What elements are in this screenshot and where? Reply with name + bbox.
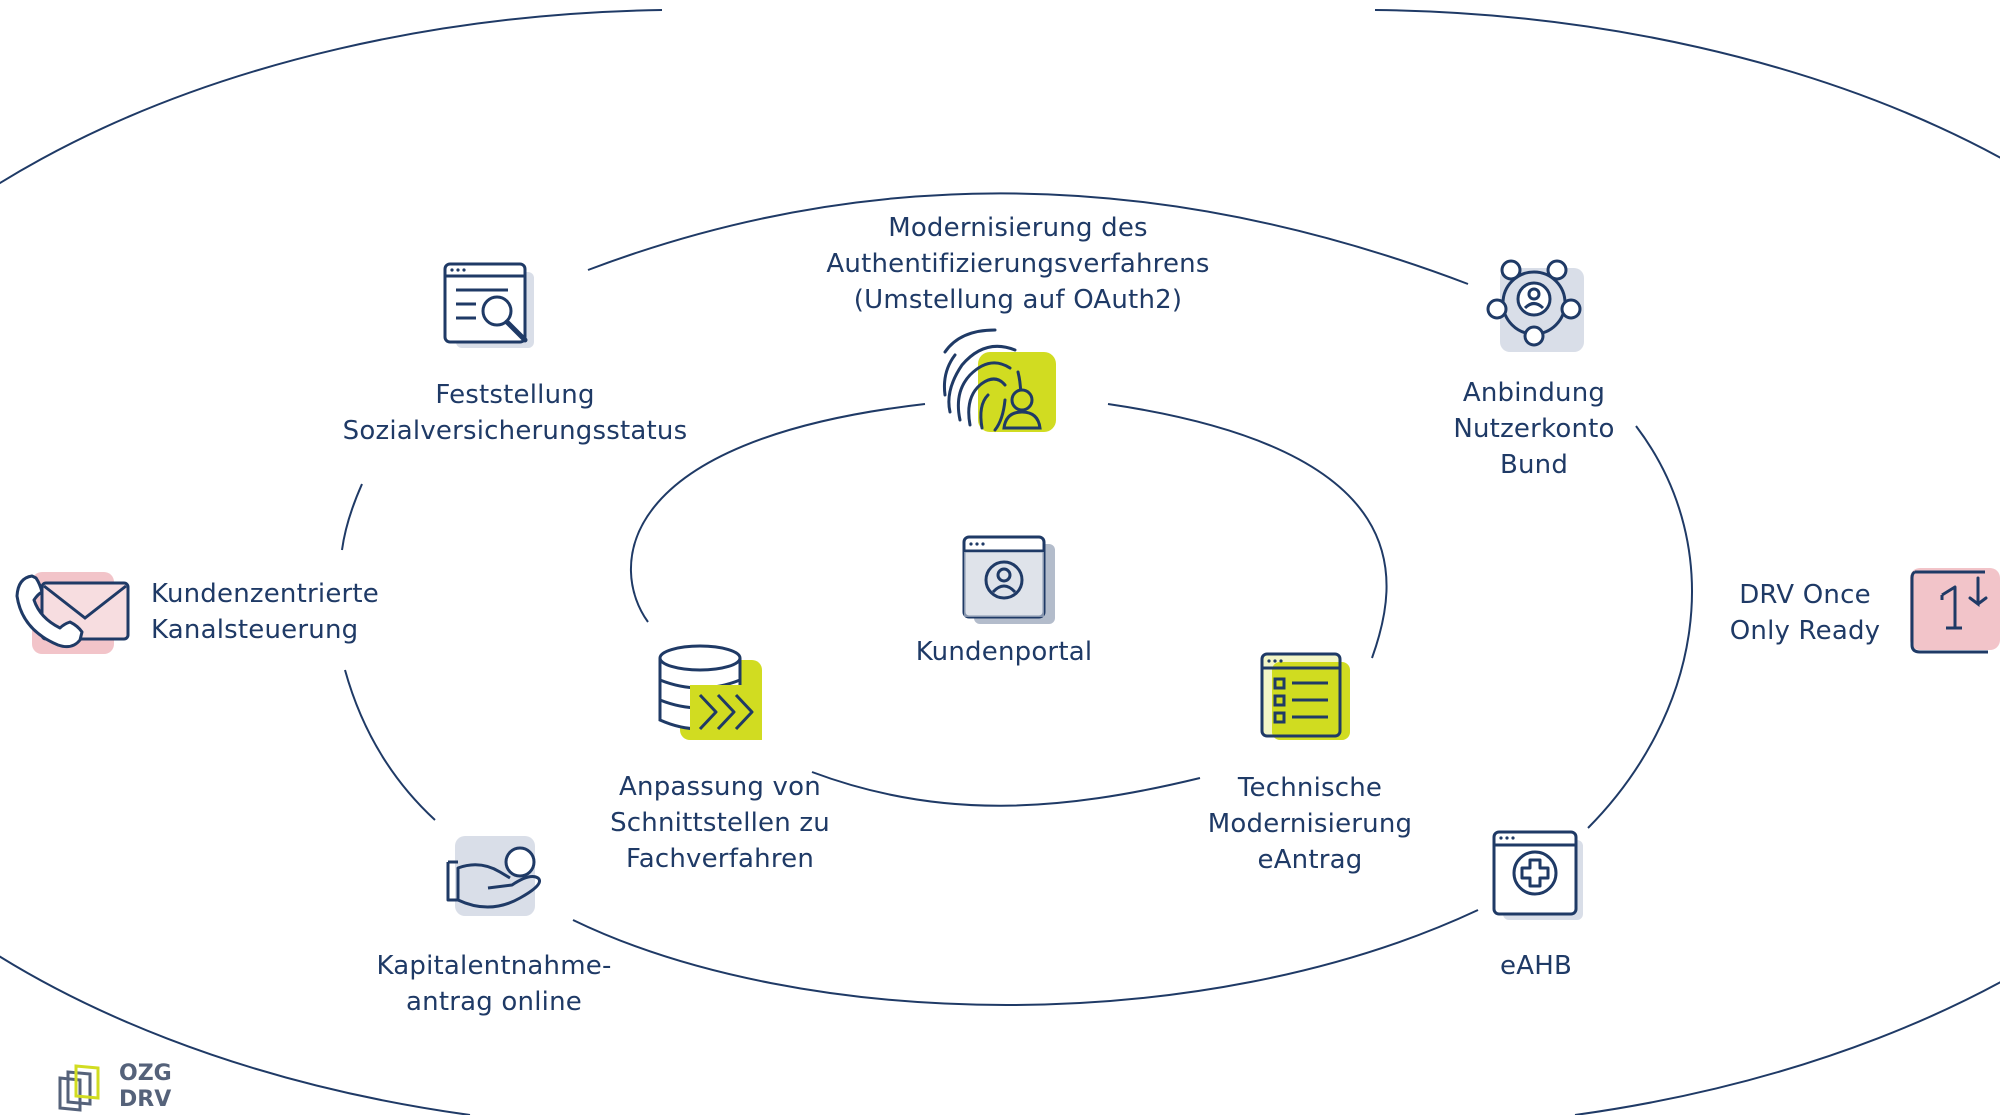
ozg-drv-logo-text: OZG DRV [119, 1061, 172, 1112]
eahb-label: eAHB [1500, 951, 1572, 981]
browser-search-icon [443, 262, 534, 348]
feststellung-label: Feststellung Sozialversicherungsstatus [342, 380, 688, 446]
middle-ring-bottom-arc [572, 909, 1479, 1006]
browser-medical-icon [1492, 830, 1583, 920]
calendar-one-icon [1910, 568, 2000, 654]
schnittstellen-label: Anpassung von Schnittstellen zu Fachverf… [610, 772, 830, 874]
eantrag-label: Technische Modernisierung eAntrag [1207, 773, 1413, 875]
outer-ring-right-arc [1374, 9, 2000, 1115]
middle-ring-left-lower-arc [344, 669, 436, 821]
fingerprint-user-icon [943, 328, 1056, 432]
oauth-label: Modernisierung des Authentifizierungsver… [826, 213, 1210, 315]
inner-ring-right-arc [1107, 403, 1388, 659]
browser-checklist-icon [1260, 652, 1350, 740]
middle-ring-top-arc [587, 192, 1469, 285]
hand-coin-icon [446, 836, 541, 916]
inner-ring-left-arc [629, 403, 926, 623]
kanal-label: Kundenzentrierte Kanalsteuerung [151, 579, 379, 645]
inner-ring-bottom-arc [811, 771, 1201, 807]
outer-ring-left-arc [0, 9, 663, 1115]
ozg-drv-logo-icon [58, 1064, 100, 1112]
kapital-label: Kapitalentnahme- antrag online [376, 951, 612, 1017]
browser-user-icon [962, 535, 1055, 624]
database-forward-icon [658, 644, 762, 740]
nutzerkonto-label: Anbindung Nutzerkonto Bund [1453, 378, 1615, 480]
onceonly-label: DRV Once Only Ready [1729, 580, 1881, 646]
phone-mail-icon [15, 572, 130, 654]
network-user-icon [1486, 259, 1584, 352]
kundenportal-label: Kundenportal [915, 637, 1093, 667]
middle-ring-right-arc [1587, 425, 1693, 829]
middle-ring-left-upper-arc [341, 483, 363, 551]
